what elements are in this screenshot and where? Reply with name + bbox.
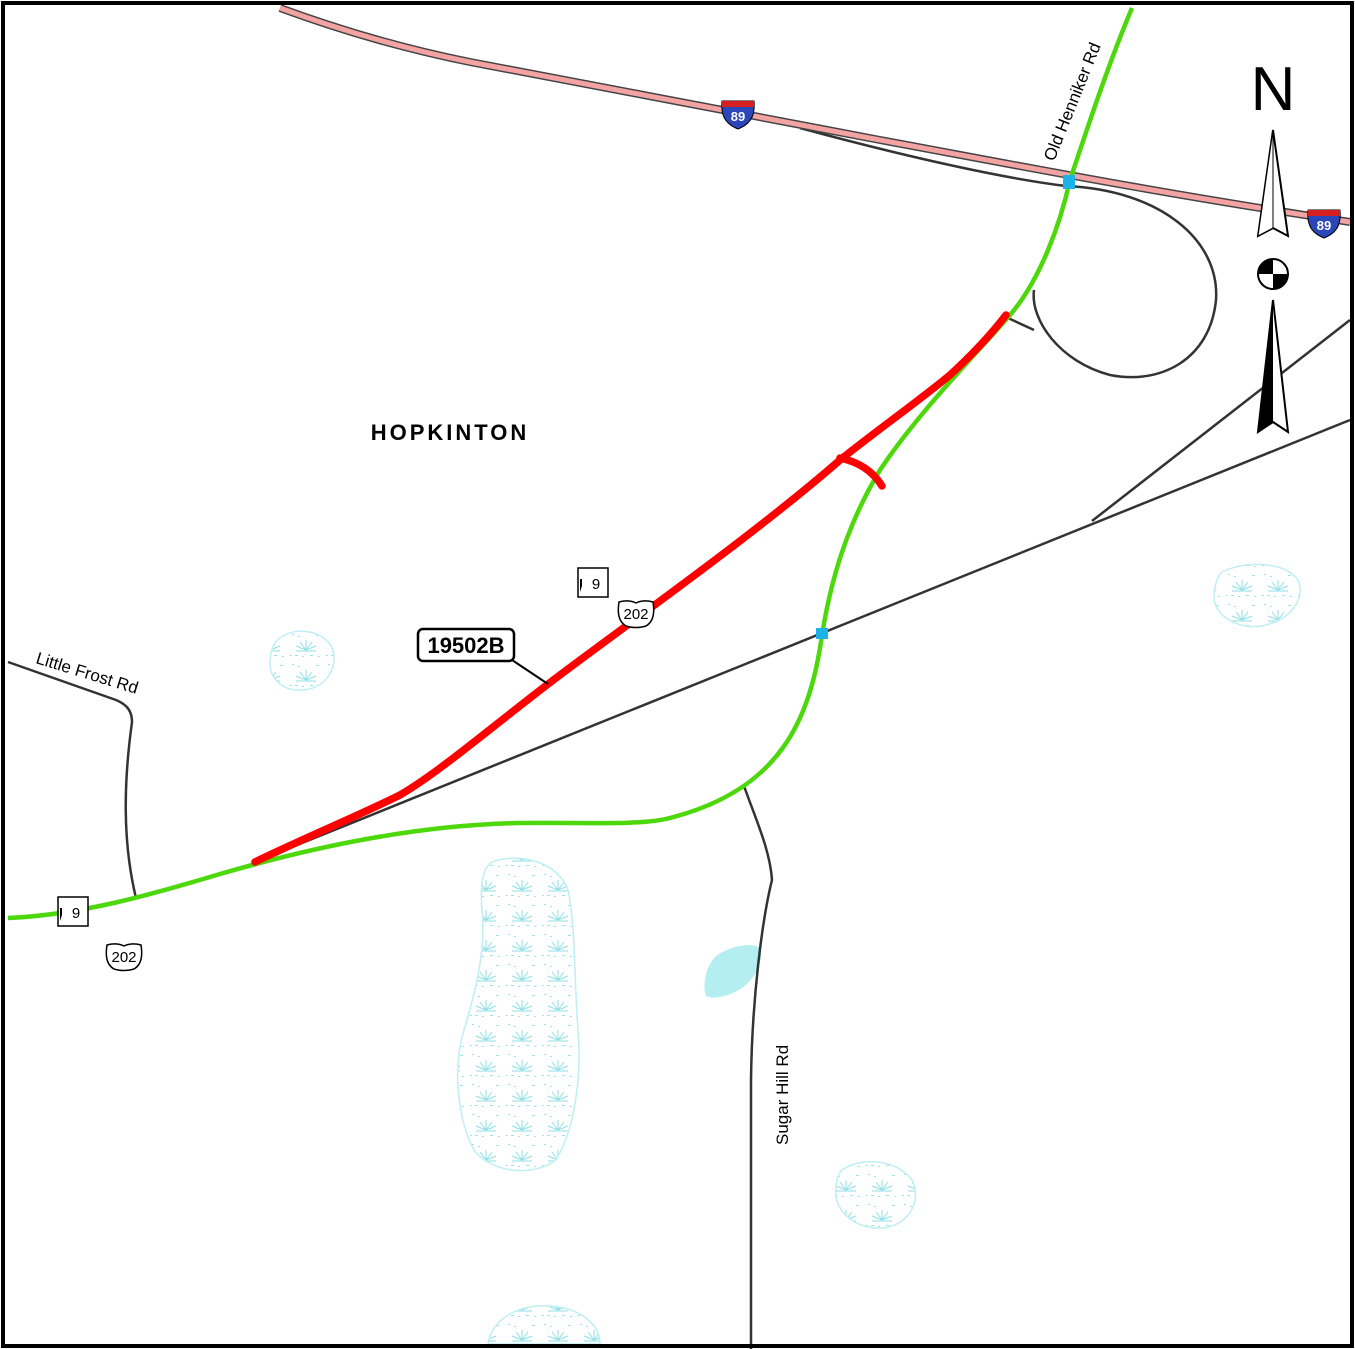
state-route-shield-icon: 9 [57,896,89,927]
state-route-shield-icon: 9 [577,567,609,598]
wetland-icon [269,630,335,691]
state-route-number: 9 [72,905,80,922]
us-route-shield-icon: 202 [105,943,143,972]
north-arrow-icon: N [1251,55,1296,435]
sugar-hill-rd-label: Sugar Hill Rd [773,1045,792,1145]
project-segment-spur [836,454,886,490]
town-label: HOPKINTON [371,420,530,445]
north-label: N [1251,55,1296,124]
project-label: 19502B [427,633,504,658]
wetland-icon [487,1305,601,1345]
railroad-line [254,418,1351,864]
interstate-shield-icon: 89 [721,100,755,130]
interstate-number: 89 [731,109,745,124]
ramp-road [799,126,1067,188]
project-label-callout: 19502B [416,627,549,685]
bridge-marker [1063,175,1075,189]
wetland-icon [456,857,580,1172]
wetland-icon [835,1160,917,1229]
local-roads [7,126,1351,1349]
wetland-icon [1213,563,1301,628]
us-route-shield-icon: 202 [617,600,655,629]
connector-road [1091,319,1351,522]
us-route-number: 202 [623,606,648,623]
little-frost-rd [7,660,138,899]
loop-ramp-link [1007,316,1035,332]
wetland-areas [269,563,1301,1345]
us-route-number: 202 [111,949,136,966]
interstate-number: 89 [1317,218,1331,233]
state-route-9-line [7,7,1135,921]
water-body-icon [704,945,762,998]
interchange-loop [1032,184,1218,379]
interstate-shield-icon: 89 [1307,209,1341,239]
crossing-marker [816,628,828,639]
sugar-hill-rd [742,785,774,1349]
state-route-number: 9 [592,576,600,593]
